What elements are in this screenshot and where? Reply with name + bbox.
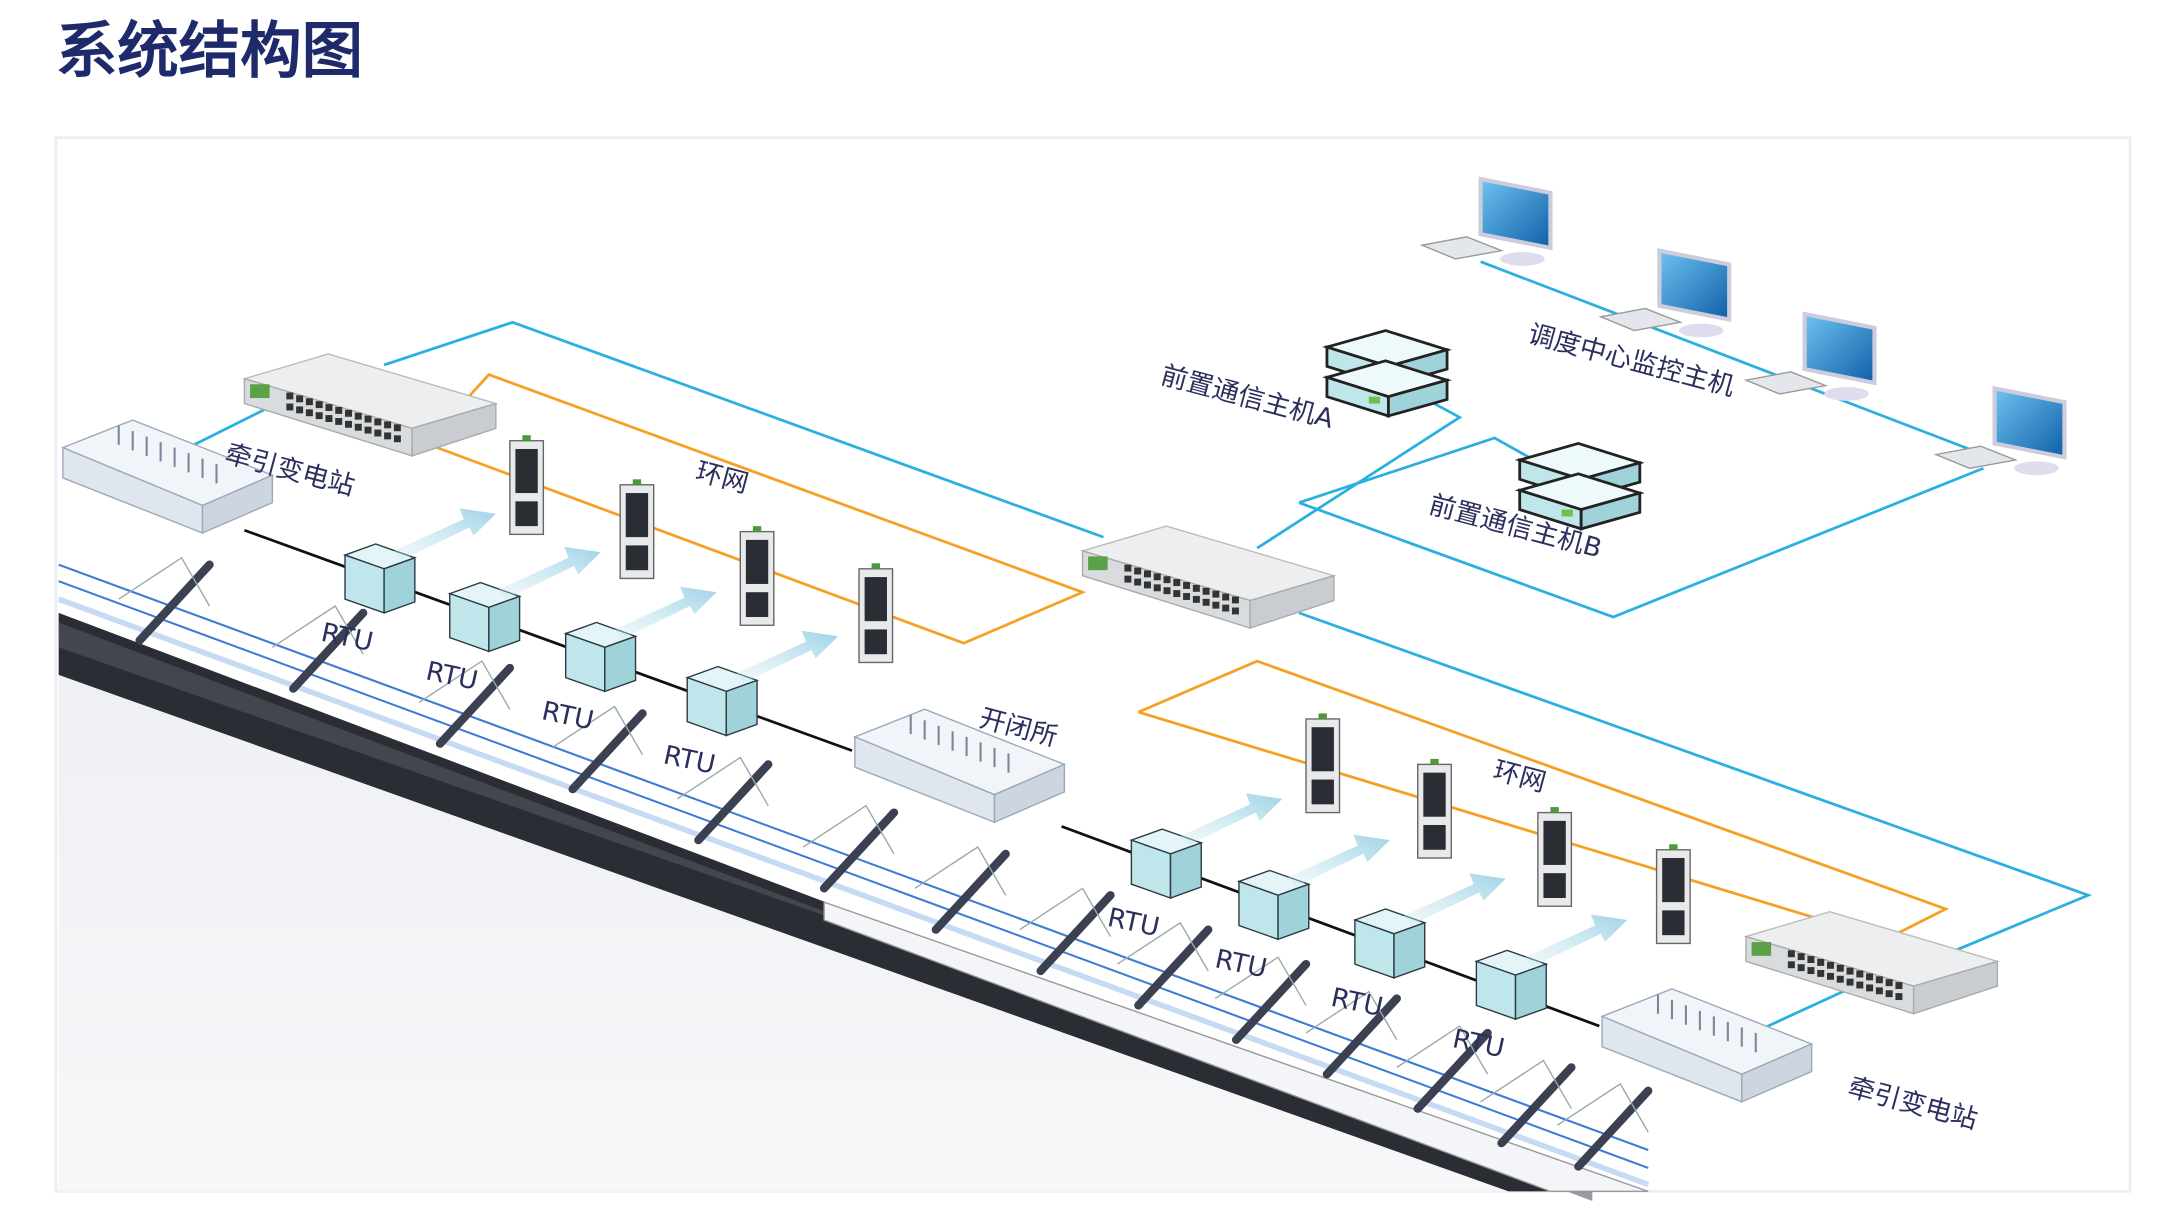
mast-arm [1396, 1025, 1489, 1075]
core-switch-right [1743, 911, 2000, 1015]
rtu-8: RTU [1450, 914, 1628, 1064]
traction-substation-right [1600, 988, 1814, 1103]
mast-arm [802, 804, 895, 855]
ring-switch-5 [1305, 713, 1341, 814]
data-flow-arrow [1525, 914, 1628, 967]
core-switch-left [242, 353, 499, 457]
ring-switch-6 [1417, 758, 1452, 859]
host-a-link [1256, 400, 1463, 550]
core-switch-center [1080, 525, 1337, 629]
switching-station [852, 708, 1067, 824]
monitor-host-1 [1419, 176, 1553, 266]
rtu-4: RTU [661, 630, 839, 780]
mast [1413, 1028, 1492, 1113]
data-flow-arrow [1403, 873, 1506, 926]
mast [694, 760, 773, 845]
mast [435, 663, 515, 748]
mast-arm [271, 605, 364, 655]
monitor-host-2 [1598, 248, 1732, 338]
front-host-a [1322, 329, 1452, 418]
mast-arm [118, 556, 211, 607]
page-title: 系统结构图 [56, 16, 363, 86]
train [823, 901, 1649, 1193]
data-flow-arrow [498, 546, 601, 600]
front-host-b [1514, 442, 1645, 531]
mast [135, 560, 214, 645]
backbone-line-left [383, 320, 1104, 539]
rtu-7: RTU [1328, 873, 1506, 1023]
mast [1322, 994, 1401, 1079]
ring-switch-3 [739, 526, 775, 626]
ring-switch-2 [619, 479, 655, 580]
data-flow-arrow [1180, 793, 1283, 846]
monitor-bus [1480, 260, 1984, 456]
monitor-bus-link [1298, 466, 1984, 619]
ring-switch-8 [1655, 844, 1691, 945]
substation-right-link [1752, 983, 1859, 1035]
mast-arm [1214, 956, 1307, 1006]
mast-arm [677, 756, 769, 807]
ring-switch-7 [1537, 807, 1573, 907]
mast [568, 709, 647, 794]
ring-switch-4 [858, 563, 894, 664]
mast-arm [551, 705, 644, 756]
monitor-host-4 [1933, 385, 2067, 476]
mast-arm [914, 846, 1007, 896]
mast-arm [1305, 990, 1398, 1041]
mast [1134, 925, 1213, 1010]
mast-arm [418, 660, 511, 710]
catenary-masts [118, 556, 1653, 1171]
data-flow-arrow [1287, 834, 1390, 887]
mast-arm [1480, 1059, 1572, 1110]
mast-arm [1117, 921, 1209, 972]
monitor-host-3 [1743, 311, 1877, 401]
mast [1574, 1086, 1653, 1171]
rtu-6: RTU [1212, 834, 1390, 984]
ring-network-bottom-line [1137, 659, 1950, 941]
mast [1036, 891, 1115, 976]
rtu-3: RTU [539, 586, 717, 736]
mast [819, 808, 899, 893]
data-flow-arrow [736, 630, 839, 684]
backbone-line-right [1298, 611, 2093, 952]
mast [1231, 959, 1311, 1044]
host-b-link [1298, 436, 1538, 505]
data-flow-arrow [393, 508, 496, 561]
mast-arm [1019, 887, 1112, 937]
mast-arm [1557, 1082, 1649, 1133]
rtu-1: RTU [318, 508, 496, 658]
mast [931, 849, 1010, 934]
data-flow-arrow [614, 586, 717, 640]
mast [1497, 1063, 1576, 1148]
rtu-2: RTU [423, 546, 601, 696]
traction-substation-left [61, 419, 275, 535]
mast [289, 608, 368, 693]
ring-switch-1 [509, 435, 545, 536]
